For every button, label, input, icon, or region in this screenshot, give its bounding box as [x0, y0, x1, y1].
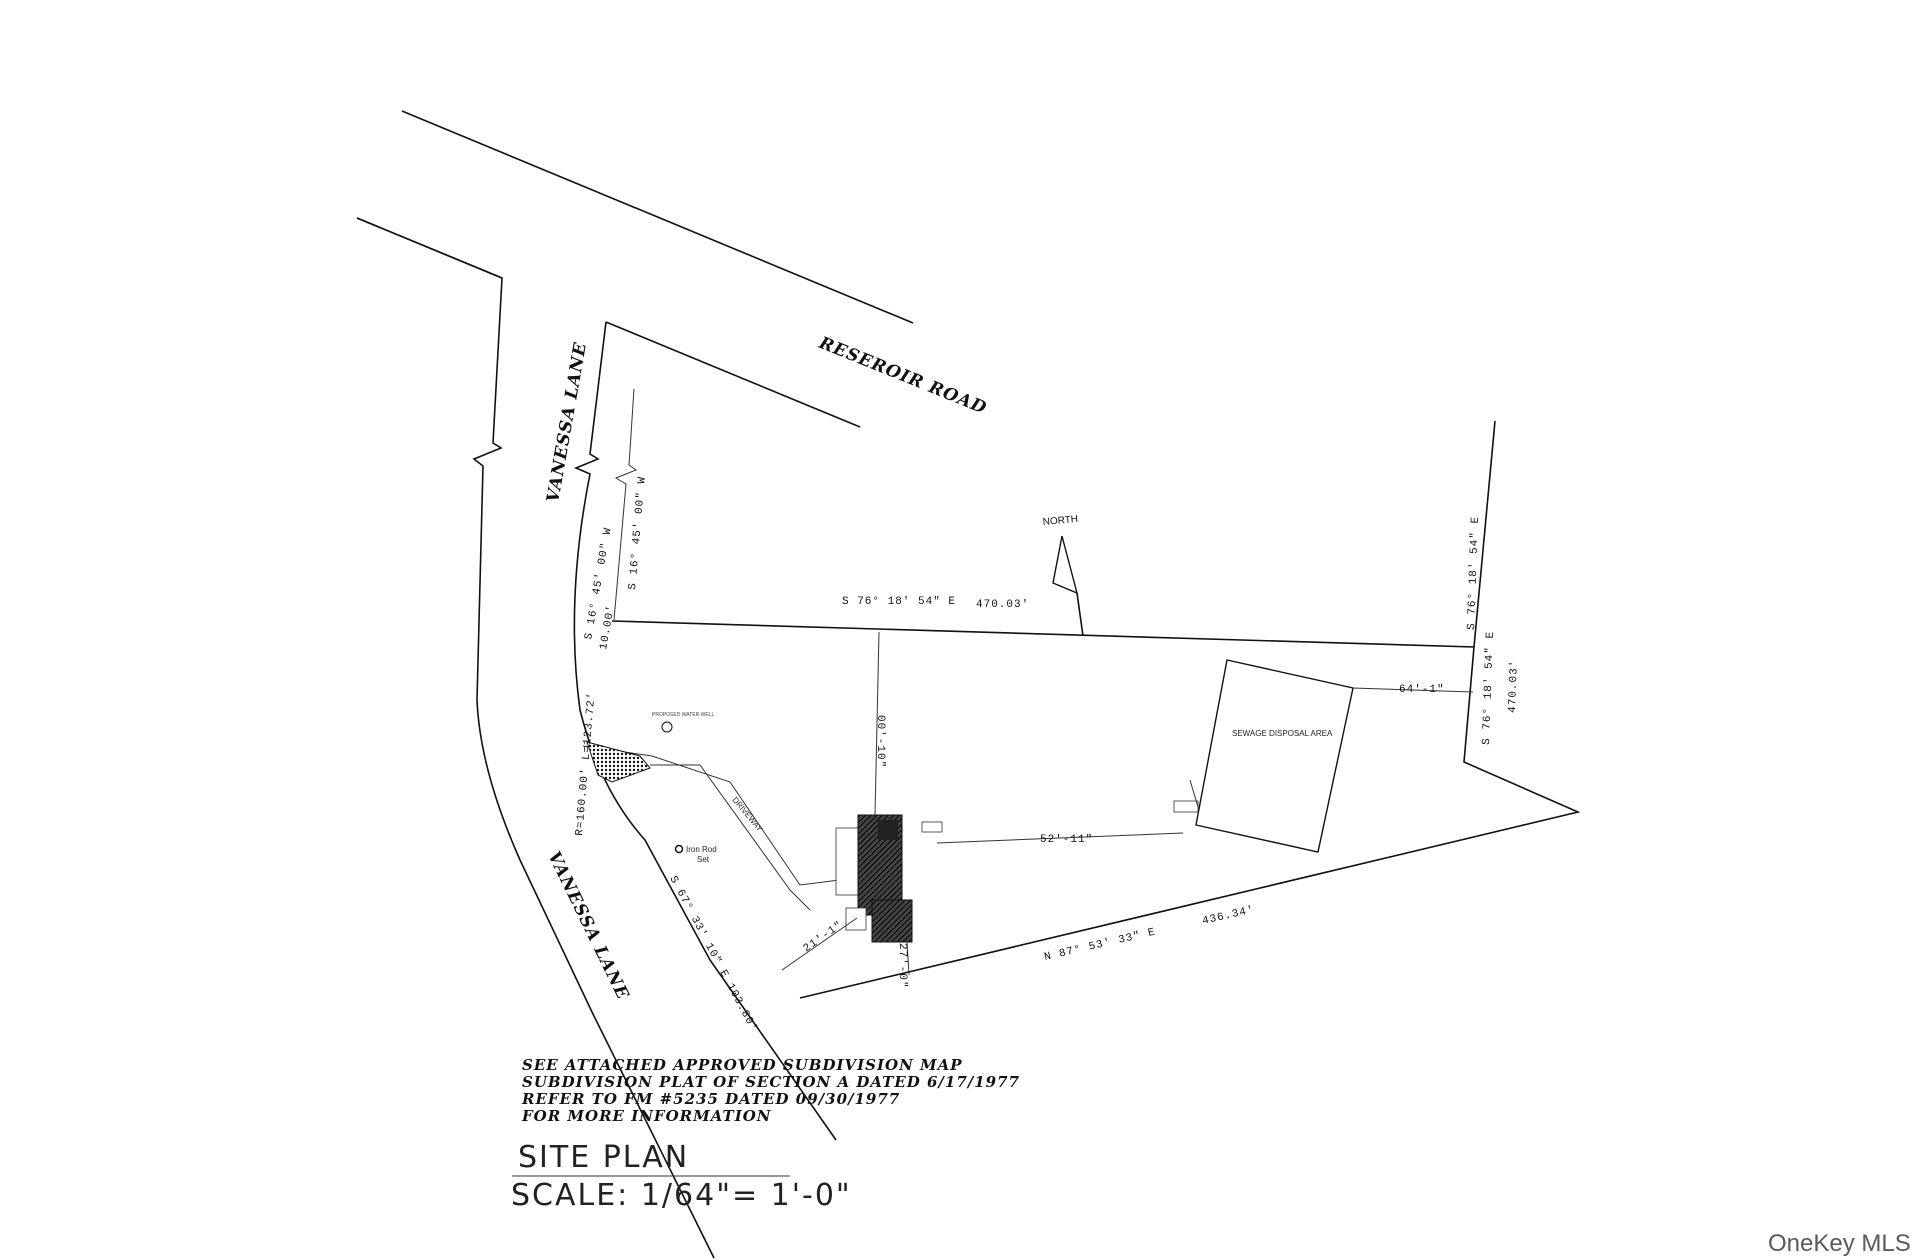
- note-line-2: SUBDIVISION PLAT OF SECTION A DATED 6/17…: [522, 1073, 1020, 1091]
- vanessa-lane-east-edge: [573, 321, 837, 1141]
- east-distance: 470.03': [1507, 660, 1521, 714]
- driveway-apron-hatch: [586, 741, 651, 783]
- septic-tank-box: [1173, 800, 1199, 813]
- north-setback-line: [874, 631, 880, 816]
- south-line-bearing: N 87° 53' 33" E: [1043, 927, 1157, 964]
- north-arrow-tail: [1076, 592, 1084, 637]
- south-line-distance: 436.34': [1201, 904, 1256, 928]
- site-plan-title: SITE PLAN: [518, 1140, 689, 1175]
- note-line-1: SEE ATTACHED APPROVED SUBDIVISION MAP: [522, 1056, 963, 1074]
- east-top-bearing: S 76° 18' 54" E: [1466, 516, 1482, 630]
- north-arrow: [1052, 535, 1079, 595]
- shed-box: [921, 821, 943, 833]
- east-setback-line: [936, 832, 1184, 844]
- vanessa-lane-inner-line: [613, 388, 638, 621]
- east-boundary-north-segment: [1473, 420, 1496, 648]
- house-footprint: [835, 814, 913, 943]
- note-line-4: FOR MORE INFORMATION: [521, 1107, 772, 1125]
- iron-rod-label-line2: Set: [697, 855, 710, 864]
- proposed-well-label: PROPOSED WATER WELL: [652, 712, 714, 718]
- sewage-line: [1189, 779, 1199, 808]
- proposed-water-well: [661, 721, 673, 733]
- mls-watermark: OneKey MLS: [1768, 1230, 1911, 1257]
- vanessa-lane-label-top: VANESSA LANE: [543, 340, 591, 504]
- south-setback-line: [906, 941, 910, 976]
- north-label: NORTH: [1042, 514, 1078, 528]
- reservoir-road-edge-south-2: [605, 321, 861, 428]
- south-setback-label: 27'-0": [896, 943, 908, 989]
- sewage-disposal-label: SEWAGE DISPOSAL AREA: [1232, 729, 1333, 738]
- scale-label: SCALE: 1/64"= 1'-0": [511, 1178, 852, 1213]
- property-boundary: [611, 620, 1581, 999]
- frontage-label: S 67° 33' 10" E 103.80': [666, 874, 759, 1034]
- front-setback-line: [781, 917, 858, 971]
- front-setback-label: 21'-1": [801, 919, 845, 955]
- iron-rod-marker: [674, 844, 684, 854]
- north-line-distance: 470.03': [976, 599, 1029, 611]
- sad-setback-label: 64'-1": [1399, 684, 1445, 696]
- iron-rod-label-line1: Iron Rod: [686, 845, 717, 854]
- driveway-outline-south: [650, 764, 811, 911]
- vanessa-west-distance: 10.00': [598, 604, 618, 651]
- sewage-disposal-area: [1195, 659, 1354, 853]
- reservoir-road-label: RESEROIR ROAD: [815, 333, 990, 419]
- vanessa-lane-label-bottom: VANESSA LANE: [544, 848, 633, 1003]
- vanessa-lane-west-edge: [356, 217, 715, 1259]
- inner-bearing: S 16° 45' 00" W: [627, 476, 649, 591]
- sad-setback-line: [1352, 687, 1474, 693]
- reservoir-road-edge-north: [401, 110, 914, 324]
- north-setback-label: 00'-10": [874, 715, 886, 768]
- east-bearing: S 76° 18' 54" E: [1481, 631, 1497, 745]
- north-line-bearing: S 76° 18' 54" E: [842, 596, 956, 608]
- note-line-3: REFER TO FM #5235 DATED 09/30/1977: [521, 1090, 900, 1108]
- east-setback-label: 52'-11": [1040, 834, 1093, 846]
